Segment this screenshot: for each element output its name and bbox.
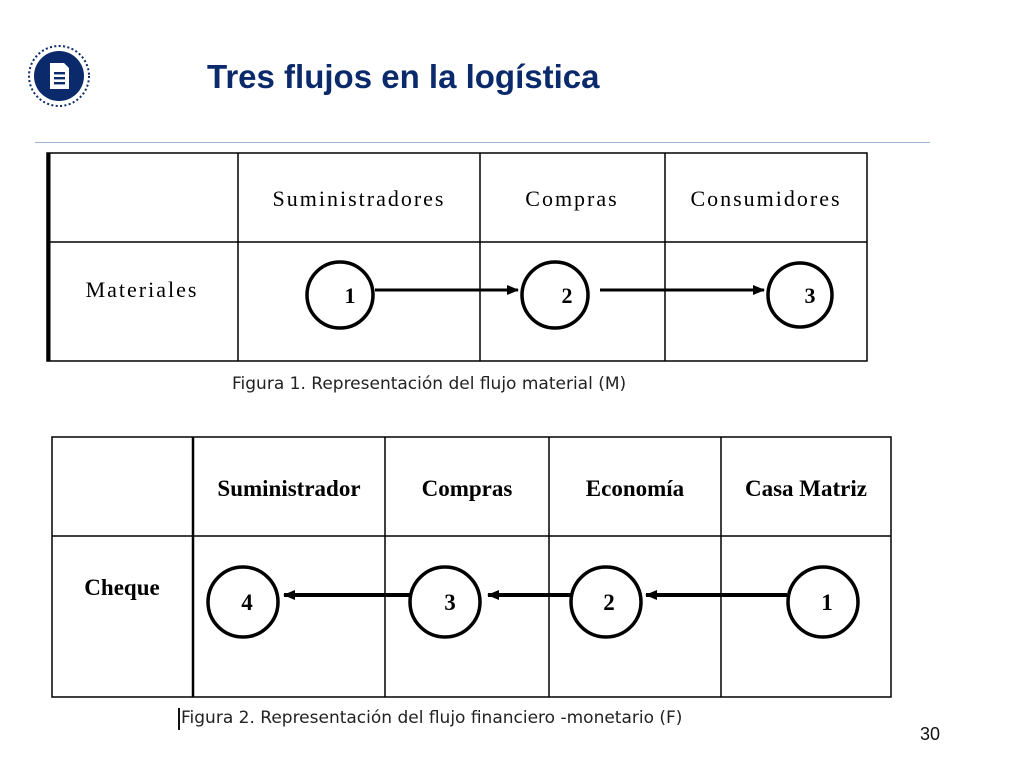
figure-1-node-2-circle	[520, 260, 590, 330]
figure-2-grid	[51, 436, 892, 698]
figure-2-header-casa-matriz: Casa Matriz	[745, 476, 867, 501]
figure-2-node-4-label: 4	[241, 590, 253, 615]
figure-1-row-label: Materiales	[86, 277, 199, 302]
figure-2-header-economia: Economía	[586, 476, 685, 501]
title-divider	[35, 142, 930, 143]
figure-1-node-1-circle	[305, 260, 375, 330]
figure-2-caption: Figura 2. Representación del flujo finan…	[181, 708, 683, 728]
text-cursor	[178, 708, 180, 730]
figure-1-header-suministradores: Suministradores	[273, 186, 446, 211]
figure-2-header-suministrador: Suministrador	[217, 476, 360, 501]
figure-2-node-3-label: 3	[444, 590, 456, 615]
figure-2-node-2-circle	[569, 565, 643, 639]
figure-1-node-2-label: 2	[562, 283, 573, 308]
figure-2-node-1-label: 1	[821, 590, 833, 615]
figure-1-material-flow: Suministradores Compras Consumidores Mat…	[46, 152, 868, 362]
figure-1-grid	[46, 152, 868, 362]
figure-2-node-3-circle	[408, 565, 482, 639]
figure-1-caption: Figura 1. Representación del flujo mater…	[232, 374, 627, 394]
figure-2-node-1-circle	[786, 565, 860, 639]
figure-2-row-label: Cheque	[84, 575, 159, 600]
page-number: 30	[920, 724, 941, 744]
page-title: Tres flujos en la logística	[207, 58, 600, 95]
figure-2-node-4-circle	[206, 565, 280, 639]
document-icon	[28, 45, 90, 107]
figure-2-header-compras: Compras	[422, 476, 513, 501]
figure-1-node-3-label: 3	[805, 283, 816, 308]
figure-1-header-compras: Compras	[525, 186, 618, 211]
figure-1-node-3-circle	[766, 261, 834, 329]
figure-2-financial-flow: Suministrador Compras Economía Casa Matr…	[51, 436, 892, 698]
figure-1-node-1-label: 1	[345, 283, 356, 308]
figure-2-node-2-label: 2	[603, 590, 615, 615]
figure-1-header-consumidores: Consumidores	[690, 186, 841, 211]
